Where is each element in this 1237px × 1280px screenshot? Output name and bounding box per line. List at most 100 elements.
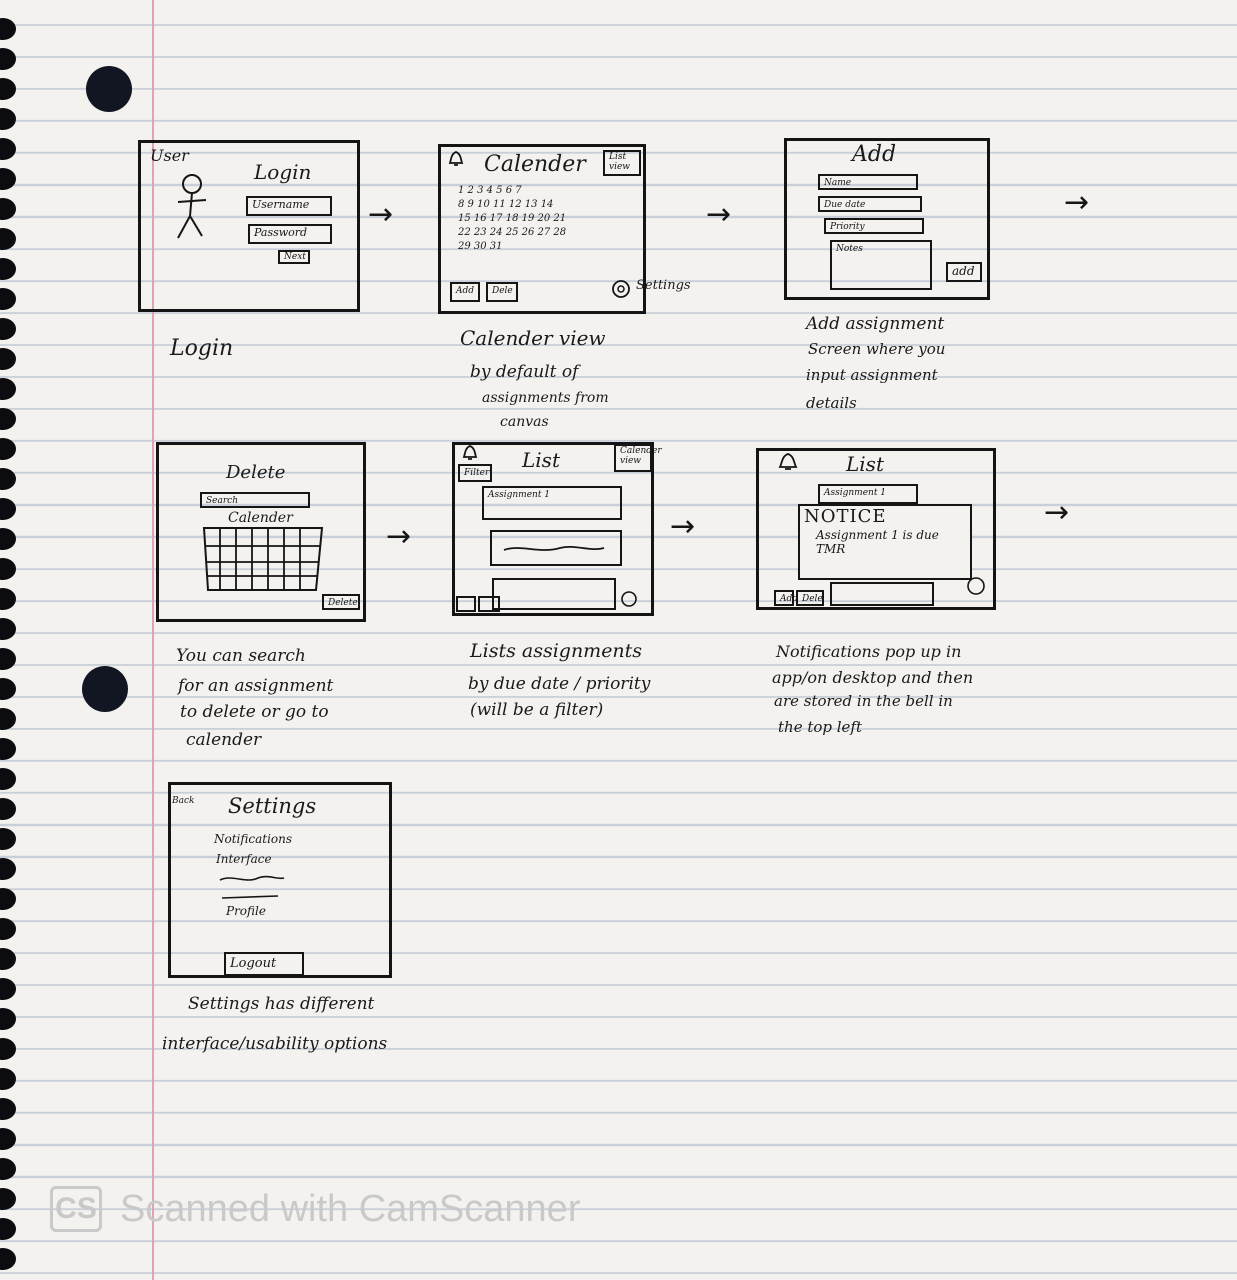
calendar-row: 8 9 10 11 12 13 14 bbox=[458, 199, 554, 210]
bell-icon[interactable] bbox=[776, 452, 800, 474]
spiral-hole bbox=[0, 738, 16, 760]
spiral-hole bbox=[0, 678, 16, 700]
spiral-hole bbox=[0, 1098, 16, 1120]
settings-option[interactable]: Profile bbox=[226, 904, 266, 918]
spiral-hole bbox=[0, 198, 16, 220]
spiral-hole bbox=[0, 708, 16, 730]
spiral-hole bbox=[0, 588, 16, 610]
stick-figure-icon bbox=[177, 174, 207, 239]
password-field[interactable]: Password bbox=[248, 224, 332, 244]
notification-caption-line: are stored in the bell in bbox=[774, 692, 953, 710]
username-field[interactable]: Username bbox=[246, 196, 332, 216]
priority-field[interactable]: Priority bbox=[824, 218, 924, 234]
watermark-text: Scanned with CamScanner bbox=[120, 1187, 581, 1230]
add-caption-line: input assignment bbox=[806, 366, 938, 384]
name-field[interactable]: Name bbox=[818, 174, 918, 190]
notes-field[interactable]: Notes bbox=[830, 240, 932, 290]
punch-hole bbox=[82, 666, 128, 712]
spiral-hole bbox=[0, 378, 16, 400]
camscanner-logo: CS bbox=[50, 1186, 102, 1232]
list-caption-line: by due date / priority bbox=[468, 674, 651, 694]
logout-button[interactable]: Logout bbox=[224, 952, 304, 976]
delete-title: Delete bbox=[226, 462, 286, 483]
calendar-row: 29 30 31 bbox=[458, 241, 503, 252]
spiral-hole bbox=[0, 798, 16, 820]
flow-arrow: → bbox=[368, 197, 394, 232]
add-frame bbox=[784, 138, 990, 300]
list-item[interactable] bbox=[492, 578, 616, 610]
spiral-hole bbox=[0, 858, 16, 880]
due-date-field[interactable]: Due date bbox=[818, 196, 922, 212]
bell-icon bbox=[462, 445, 478, 460]
delete-button[interactable]: Dele bbox=[796, 590, 824, 606]
calendar-title: Calender bbox=[484, 152, 586, 177]
gear-icon[interactable] bbox=[620, 590, 638, 608]
notification-frame bbox=[756, 448, 996, 610]
calendar-row: 15 16 17 18 19 20 21 bbox=[458, 213, 567, 224]
spiral-hole bbox=[0, 1158, 16, 1180]
gear-icon[interactable] bbox=[966, 576, 986, 596]
delete-caption-line: for an assignment bbox=[178, 676, 334, 696]
calendar-label: Calender bbox=[228, 510, 293, 526]
spiral-hole bbox=[0, 408, 16, 430]
list-item[interactable] bbox=[490, 530, 622, 566]
flow-arrow: → bbox=[670, 509, 696, 544]
spiral-hole bbox=[0, 258, 16, 280]
spiral-hole bbox=[0, 828, 16, 850]
spiral-hole bbox=[0, 618, 16, 640]
spiral-hole bbox=[0, 438, 16, 460]
add-button[interactable]: Add bbox=[450, 282, 480, 302]
settings-option-scribble bbox=[219, 875, 285, 899]
spiral-hole bbox=[0, 1008, 16, 1030]
notification-list-title: List bbox=[846, 452, 884, 476]
spiral-hole bbox=[0, 168, 16, 190]
delete-button[interactable] bbox=[478, 596, 500, 612]
filter-button[interactable]: Filter bbox=[458, 464, 492, 482]
add-button[interactable] bbox=[456, 596, 476, 612]
calendar-view-button[interactable]: Calender view bbox=[614, 444, 662, 472]
list-view-button[interactable]: List view bbox=[603, 150, 641, 176]
spiral-hole bbox=[0, 948, 16, 970]
add-submit-button[interactable]: add bbox=[946, 262, 982, 282]
delete-caption-line: calender bbox=[186, 730, 262, 750]
spiral-hole bbox=[0, 1248, 16, 1270]
margin-line bbox=[152, 0, 154, 1280]
back-button[interactable]: Back bbox=[172, 796, 195, 806]
spiral-hole bbox=[0, 1038, 16, 1060]
user-label: User bbox=[150, 146, 189, 165]
spiral-hole bbox=[0, 228, 16, 250]
delete-button[interactable]: Dele bbox=[486, 282, 518, 302]
flow-arrow: → bbox=[706, 197, 732, 232]
list-item[interactable]: Assignment 1 bbox=[818, 484, 918, 504]
search-field[interactable]: Search bbox=[200, 492, 310, 508]
add-caption-line: Add assignment bbox=[806, 314, 945, 334]
calendar-row: 22 23 24 25 26 27 28 bbox=[458, 227, 567, 238]
settings-title: Settings bbox=[228, 794, 317, 818]
spiral-hole bbox=[0, 78, 16, 100]
next-button[interactable]: Next bbox=[278, 250, 310, 264]
calendar-frame bbox=[438, 144, 646, 314]
spiral-hole bbox=[0, 1188, 16, 1210]
delete-caption-line: You can search bbox=[176, 646, 306, 666]
settings-option[interactable]: Notifications bbox=[214, 832, 293, 846]
gear-icon[interactable] bbox=[610, 278, 632, 300]
spiral-hole bbox=[0, 348, 16, 370]
list-item[interactable] bbox=[830, 582, 934, 606]
settings-option[interactable]: Interface bbox=[216, 852, 272, 866]
spiral-hole bbox=[0, 468, 16, 490]
spiral-hole bbox=[0, 648, 16, 670]
settings-annotation: Settings bbox=[636, 278, 691, 293]
flow-arrow: → bbox=[386, 519, 412, 554]
spiral-hole bbox=[0, 48, 16, 70]
add-button[interactable]: Add bbox=[774, 590, 798, 606]
list-item[interactable]: Assignment 1 bbox=[482, 486, 622, 520]
list-caption-line: Lists assignments bbox=[470, 640, 643, 662]
settings-frame bbox=[168, 782, 392, 978]
list-item-scribble bbox=[503, 545, 605, 551]
notice-body: Assignment 1 is due TMR bbox=[816, 528, 939, 556]
list-caption-line: (will be a filter) bbox=[470, 700, 604, 720]
notice-popup[interactable]: NOTICE Assignment 1 is due TMR bbox=[798, 504, 972, 580]
delete-submit-button[interactable]: Delete bbox=[322, 594, 360, 610]
spiral-hole bbox=[0, 528, 16, 550]
spiral-hole bbox=[0, 288, 16, 310]
